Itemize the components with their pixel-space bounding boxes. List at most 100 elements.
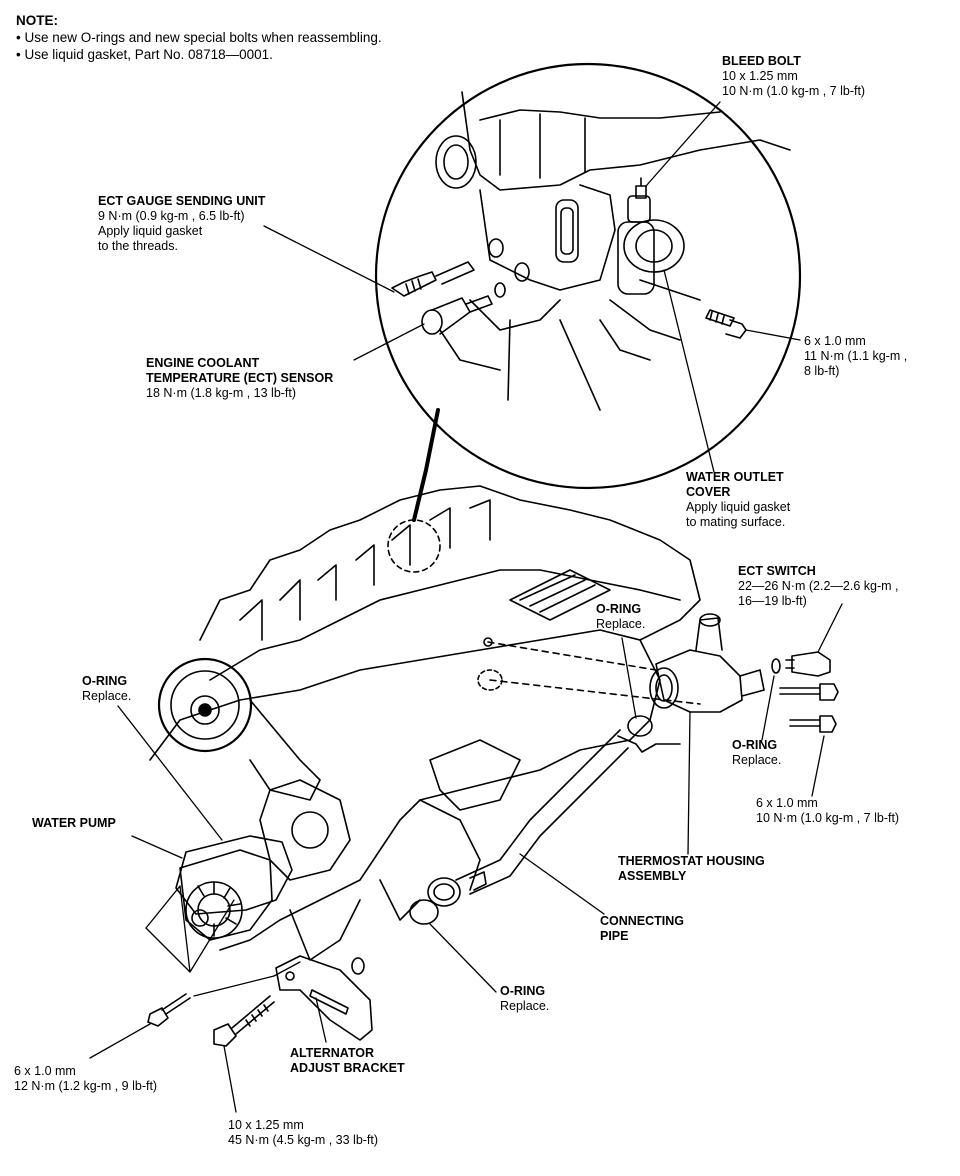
switch-thread: [786, 660, 794, 668]
outlet-boss: [628, 196, 650, 222]
ect-switch: [772, 652, 830, 676]
label-water-outlet: WATER OUTLET COVER Apply liquid gasket t…: [686, 470, 790, 530]
label-line: 45 N·m (4.5 kg-m , 33 lb-ft): [228, 1133, 379, 1147]
label-line: 9 N·m (0.9 kg-m , 6.5 lb-ft): [98, 209, 245, 223]
detail-cylinder-head: [462, 92, 790, 190]
pipe-end-front: [428, 878, 460, 906]
outlet-neck: [624, 220, 684, 272]
label-oring-bottom: O-RING Replace.: [500, 984, 549, 1014]
pulley-center: [199, 704, 211, 716]
gauge-stem: [436, 262, 474, 284]
label-ect-switch: ECT SWITCH 22—26 N·m (2.2—2.6 kg-m , 16—…: [738, 564, 898, 609]
sensor-tip: [466, 296, 492, 312]
label-line: 10 N·m (1.0 kg-m , 7 lb-ft): [756, 811, 900, 825]
label-line: 11 N·m (1.1 kg-m ,: [804, 349, 908, 363]
outlet-neck-inner: [636, 230, 672, 262]
label-alternator: ALTERNATOR ADJUST BRACKET: [290, 1046, 405, 1076]
pump-bolt-shank: [162, 994, 190, 1014]
leader-lines: [90, 102, 842, 1112]
detail-flange-inner: [561, 208, 573, 254]
label-oring-top: O-RING Replace.: [596, 602, 645, 632]
block-bore-1: [478, 670, 502, 690]
pump-shaft: [192, 910, 208, 926]
label-line: to mating surface.: [686, 515, 786, 529]
label-connecting-pipe: CONNECTING PIPE: [600, 914, 684, 944]
label-oring-left: O-RING Replace.: [82, 674, 131, 704]
leader-ect-sensor: [354, 324, 424, 360]
bracket-plate: [276, 956, 372, 1040]
label-line: 10 x 1.25 mm: [722, 69, 798, 83]
long-bolt-shank: [232, 996, 274, 1034]
pulley-outer: [159, 659, 251, 751]
leader-bolt-10x125: [224, 1046, 236, 1112]
note-heading: NOTE:: [16, 13, 58, 28]
label-title: THERMOSTAT HOUSING: [618, 854, 765, 868]
pump-gasket: [176, 836, 292, 914]
housing-port: [650, 668, 678, 708]
label-title: CONNECTING: [600, 914, 685, 928]
pulley-hub: [191, 696, 219, 724]
leader-thermostat: [688, 712, 690, 854]
detail-block: [480, 185, 615, 290]
engine-block: [150, 630, 660, 950]
label-line: 22—26 N·m (2.2—2.6 kg-m ,: [738, 579, 899, 593]
leader-oring-top: [622, 638, 636, 718]
detail-port: [436, 136, 476, 188]
pipe-end-inner: [434, 884, 454, 900]
switch-body: [792, 652, 830, 676]
bolt-thread: [710, 312, 724, 324]
label-oring-right: O-RING Replace.: [732, 738, 781, 768]
pump-mount-bore: [292, 812, 328, 848]
label-line: Apply liquid gasket: [98, 224, 203, 238]
water-outlet-cover: [618, 196, 684, 294]
label-bolt-6x10-c: 6 x 1.0 mm 12 N·m (1.2 kg-m , 9 lb-ft): [14, 1064, 157, 1094]
label-title: O-RING: [596, 602, 642, 616]
bolt-10x125: [214, 996, 274, 1046]
label-bleed-bolt: BLEED BOLT 10 x 1.25 mm 10 N·m (1.0 kg-m…: [722, 54, 865, 99]
leader-bleed-bolt: [646, 102, 720, 186]
label-line: 10 N·m (1.0 kg-m , 7 lb-ft): [722, 84, 866, 98]
leader-bolt-mid: [194, 962, 300, 996]
bracket-hole: [286, 972, 294, 980]
label-bolt-6x10-a: 6 x 1.0 mm 11 N·m (1.1 kg-m , 8 lb-ft): [804, 334, 907, 379]
label-title: PIPE: [600, 929, 629, 943]
bolt-6x10-pump: [148, 994, 190, 1026]
label-ect-sensor: ENGINE COOLANT TEMPERATURE (ECT) SENSOR …: [146, 356, 333, 401]
label-title: ALTERNATOR: [290, 1046, 375, 1060]
cam-pulley: [159, 659, 251, 751]
note-block: NOTE: • Use new O-rings and new special …: [16, 12, 382, 63]
pipe-upper: [456, 730, 620, 880]
water-pump: [176, 836, 292, 940]
leader-oring-right: [762, 676, 774, 740]
label-line: Replace.: [82, 689, 132, 703]
label-line: 12 N·m (1.2 kg-m , 9 lb-ft): [14, 1079, 158, 1093]
sensor-washer: [495, 283, 505, 297]
pipe-lower: [470, 748, 628, 894]
label-title: WATER PUMP: [32, 816, 116, 830]
label-bolt-6x10-b: 6 x 1.0 mm 10 N·m (1.0 kg-m , 7 lb-ft): [756, 796, 899, 826]
leader-ect-gauge: [264, 226, 394, 292]
label-title: ASSEMBLY: [618, 869, 687, 883]
pipe-bracket: [470, 872, 486, 890]
label-line: 6 x 1.0 mm: [756, 796, 818, 810]
detail-head-edge: [480, 110, 720, 120]
label-water-pump: WATER PUMP: [32, 816, 116, 831]
leader-bolt-6x10-c: [90, 1024, 150, 1058]
sensor-head: [422, 310, 442, 334]
leader-oring-left: [118, 706, 222, 840]
label-thermostat: THERMOSTAT HOUSING ASSEMBLY: [618, 854, 765, 884]
detail-circle: [376, 64, 800, 488]
pump-vanes: [198, 882, 240, 936]
label-line: Replace.: [596, 617, 646, 631]
block-cavity: [430, 740, 520, 810]
switch-washer: [772, 659, 780, 673]
sensor-body: [432, 298, 470, 334]
leader-water-outlet: [664, 270, 714, 472]
ect-sensor: [422, 283, 505, 334]
note-item: • Use new O-rings and new special bolts …: [16, 30, 382, 45]
gauge-thread: [406, 279, 421, 294]
label-title: O-RING: [82, 674, 128, 688]
engine-assembly: [150, 486, 700, 960]
label-title: ECT GAUGE SENDING UNIT: [98, 194, 266, 208]
